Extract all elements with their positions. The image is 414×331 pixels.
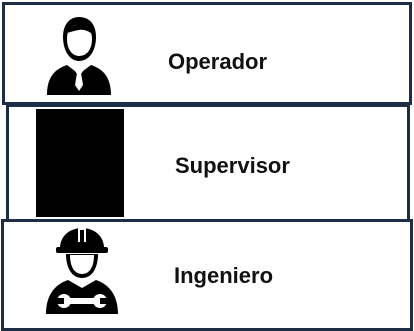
role-label-operador: Operador bbox=[168, 49, 268, 74]
role-card-ingeniero[interactable]: Ingeniero bbox=[1, 219, 413, 331]
role-label-supervisor: Supervisor bbox=[175, 153, 290, 178]
role-label-ingeniero: Ingeniero bbox=[174, 263, 274, 288]
redacted-image bbox=[36, 109, 124, 217]
role-card-operador[interactable]: Operador bbox=[2, 2, 412, 105]
hardhat-wrench-worker-icon bbox=[46, 228, 118, 314]
role-card-supervisor[interactable]: Supervisor bbox=[6, 104, 410, 222]
person-with-tie-icon bbox=[47, 17, 111, 95]
